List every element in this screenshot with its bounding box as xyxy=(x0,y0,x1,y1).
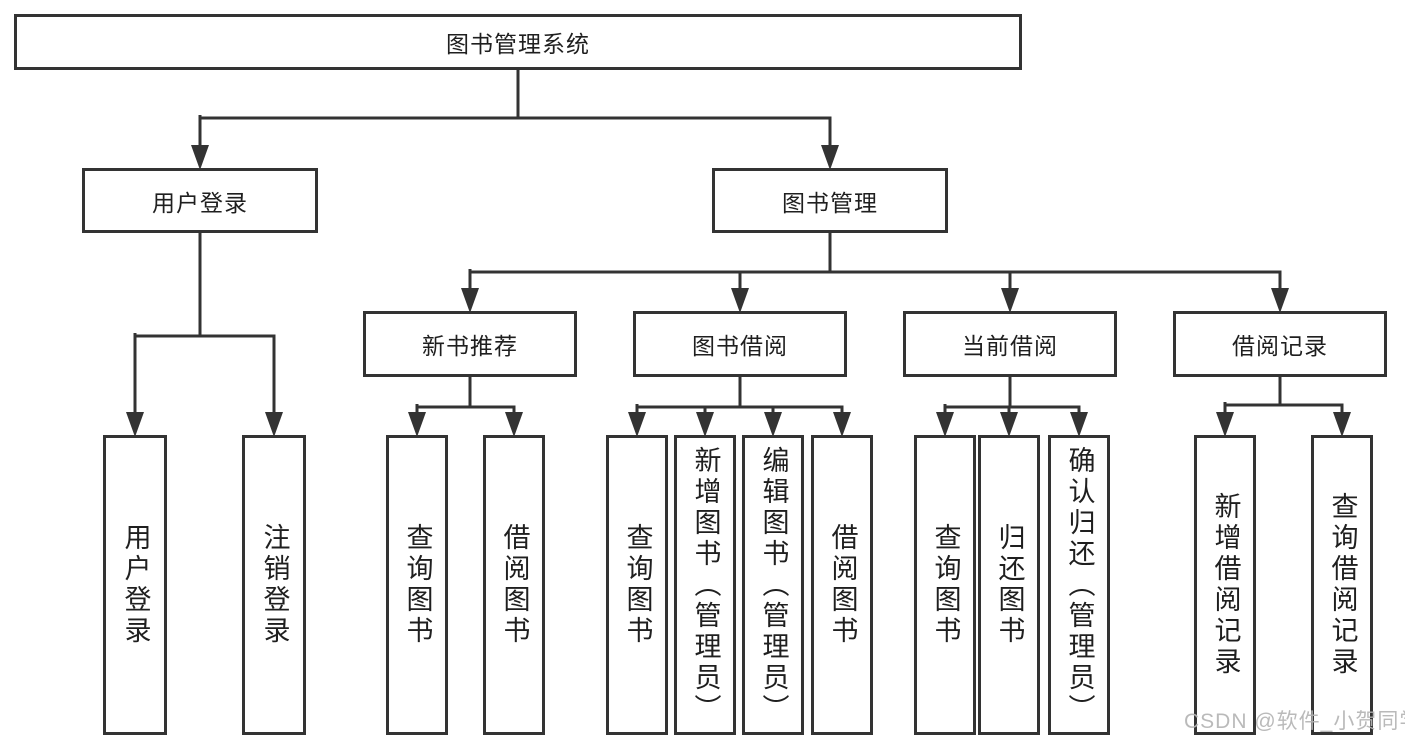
leaf-logout: 注销登录 xyxy=(242,435,306,735)
leaf-confirm-return-admin: 确认归还（管理员） xyxy=(1048,435,1110,735)
leaf-query-books: 查询图书 xyxy=(386,435,448,735)
node-book-management-system: 图书管理系统 xyxy=(14,14,1022,70)
csdn-watermark: CSDN @软件_小贺同学 xyxy=(1184,710,1405,733)
leaf-user-login: 用户登录 xyxy=(103,435,167,735)
node-book-management: 图书管理 xyxy=(712,168,948,233)
leaf-query-books: 查询图书 xyxy=(606,435,668,735)
node-book-borrowing: 图书借阅 xyxy=(633,311,847,377)
leaf-query-books: 查询图书 xyxy=(914,435,976,735)
leaf-return-books: 归还图书 xyxy=(978,435,1040,735)
leaf-borrow-books: 借阅图书 xyxy=(811,435,873,735)
leaf-borrow-books: 借阅图书 xyxy=(483,435,545,735)
node-new-book-recommend: 新书推荐 xyxy=(363,311,577,377)
node-borrowing-records: 借阅记录 xyxy=(1173,311,1387,377)
node-current-borrowing: 当前借阅 xyxy=(903,311,1117,377)
leaf-add-books-admin: 新增图书（管理员） xyxy=(674,435,736,735)
node-user-login: 用户登录 xyxy=(82,168,318,233)
leaf-query-borrow-record: 查询借阅记录 xyxy=(1311,435,1373,735)
leaf-add-borrow-record: 新增借阅记录 xyxy=(1194,435,1256,735)
leaf-edit-books-admin: 编辑图书（管理员） xyxy=(742,435,804,735)
